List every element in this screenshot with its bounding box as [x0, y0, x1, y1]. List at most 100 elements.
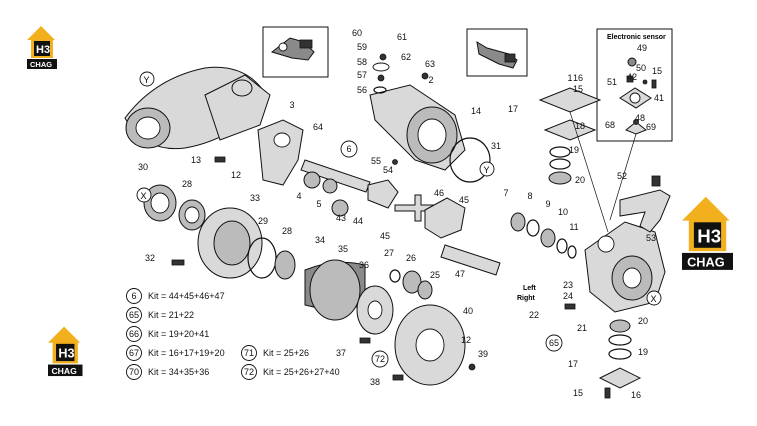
callout-2: 2 [428, 75, 433, 85]
callout-12: 12 [231, 170, 241, 180]
callout-41: 41 [654, 93, 664, 103]
kit-70-circle [126, 364, 142, 380]
callout-28: 28 [182, 179, 192, 189]
kit-6-text: Kit = 44+45+46+47 [148, 291, 225, 301]
ref-markers: Y Y X X [136, 71, 662, 306]
callout-26: 26 [406, 253, 416, 263]
callout-20: 20 [575, 175, 585, 185]
callout-23: 23 [563, 280, 573, 290]
side-left-label: Left [523, 285, 537, 292]
callout-46: 46 [434, 188, 444, 198]
brand-logo: H3 CHAG [682, 196, 733, 270]
kit-65-circle [126, 307, 142, 323]
kit-70-id: 70 [129, 367, 139, 377]
callout-37: 37 [336, 348, 346, 358]
brand-name: CHAG [687, 255, 725, 270]
callout-25: 25 [430, 270, 440, 280]
callout-17: 17 [568, 359, 578, 369]
parts-drawing [124, 53, 671, 399]
callout-20: 20 [638, 316, 648, 326]
callout-42: 42 [627, 72, 637, 82]
brand-initials: H3 [697, 226, 721, 247]
kit-71-id: 71 [244, 348, 254, 358]
callout-57: 57 [357, 70, 367, 80]
callout-72-circle [371, 350, 389, 368]
callout-45: 45 [380, 231, 390, 241]
callout-59: 59 [357, 42, 367, 52]
callout-39: 39 [478, 349, 488, 359]
callout-62: 62 [401, 52, 411, 62]
ref-x-label: X [141, 191, 147, 201]
callout-1: 1 [567, 73, 572, 83]
ref-y-label: Y [484, 165, 490, 175]
callout-15: 15 [652, 66, 662, 76]
brand-name: CHAG [51, 366, 77, 376]
callout-6: 6 [346, 144, 351, 154]
callout-14: 14 [471, 106, 481, 116]
kit-66-circle [126, 326, 142, 342]
callout-19: 19 [569, 145, 579, 155]
callout-69: 69 [646, 122, 656, 132]
kit-67-circle [126, 345, 142, 361]
callout-47: 47 [455, 269, 465, 279]
callout-10: 10 [558, 207, 568, 217]
inset-box-top-left [262, 26, 329, 78]
inset-box-sensor: Electronic sensor [596, 28, 673, 221]
ref-y-label: Y [144, 75, 150, 85]
callout-5: 5 [316, 199, 321, 209]
callout-19: 19 [638, 347, 648, 357]
kit-66-text: Kit = 19+20+41 [148, 329, 209, 339]
callout-40: 40 [463, 306, 473, 316]
callout-4: 4 [296, 191, 301, 201]
callout-3: 3 [289, 100, 294, 110]
brand-logo: H3 CHAG [48, 326, 83, 377]
callout-43: 43 [336, 213, 346, 223]
callout-15: 15 [573, 388, 583, 398]
kit-67-text: Kit = 16+17+19+20 [148, 348, 225, 358]
callout-27: 27 [384, 248, 394, 258]
kit-65-id: 65 [129, 310, 139, 320]
callout-64: 64 [313, 122, 323, 132]
callout-45: 45 [459, 195, 469, 205]
callout-13: 13 [191, 155, 201, 165]
callout-28: 28 [282, 226, 292, 236]
callout-51: 51 [607, 77, 617, 87]
callout-33: 33 [250, 193, 260, 203]
inset-box-top-right [466, 28, 528, 77]
callout-48: 48 [635, 113, 645, 123]
side-right-label: Right [517, 295, 536, 302]
brand-initials: H3 [58, 347, 74, 361]
callout-15: 15 [573, 84, 583, 94]
callout-50: 50 [636, 63, 646, 73]
sensor-title: Electronic sensor [607, 34, 666, 41]
callout-29: 29 [258, 216, 268, 226]
kit-71-text: Kit = 25+26 [263, 348, 309, 358]
ref-x-label: X [651, 294, 657, 304]
callout-54: 54 [383, 165, 393, 175]
callout-68: 68 [605, 120, 615, 130]
callout-44: 44 [353, 216, 363, 226]
brand-initials: H3 [36, 44, 50, 56]
kit-72-circle [241, 364, 257, 380]
callout-36: 36 [359, 260, 369, 270]
callout-38: 38 [370, 377, 380, 387]
callout-60: 60 [352, 28, 362, 38]
callout-22: 22 [529, 310, 539, 320]
callout-61: 61 [397, 32, 407, 42]
brand-logo: H3 CHAG [27, 26, 57, 69]
callout-34: 34 [315, 235, 325, 245]
callout-52: 52 [617, 171, 627, 181]
callout-6-circle [340, 140, 358, 158]
kit-66-id: 66 [129, 329, 139, 339]
callout-49: 49 [637, 43, 647, 53]
callout-55: 55 [371, 156, 381, 166]
callout-9: 9 [545, 199, 550, 209]
callout-65-circle [545, 334, 563, 352]
callout-72: 72 [375, 354, 385, 364]
callout-7: 7 [503, 188, 508, 198]
callout-8: 8 [527, 191, 532, 201]
callout-65: 65 [549, 338, 559, 348]
callout-56: 56 [357, 85, 367, 95]
